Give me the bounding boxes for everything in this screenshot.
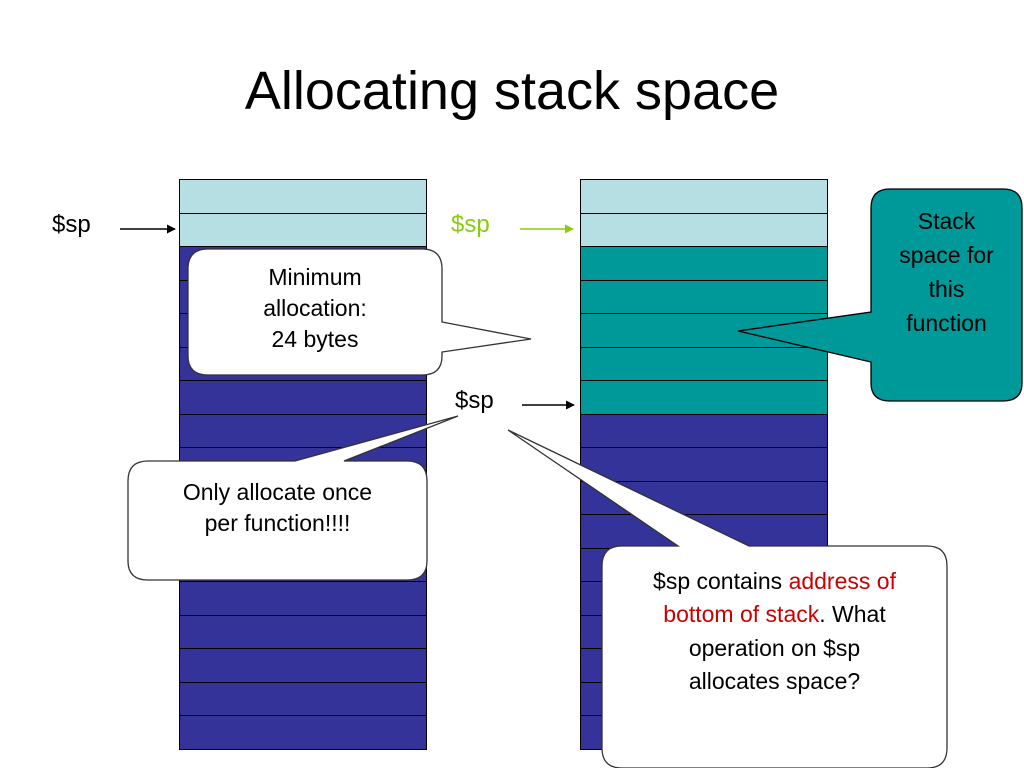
stack-cell-dark [179, 715, 427, 750]
once-line: Only allocate once [182, 479, 373, 505]
stack-cell-light [179, 179, 427, 214]
once-line: per function!!!! [204, 510, 351, 537]
once-text: Only allocate once per function!!!! [128, 477, 427, 539]
stack-cell-dark [179, 648, 427, 683]
min-alloc-line: Minimum [268, 264, 362, 290]
slide-title: Allocating stack space [244, 61, 780, 121]
stack-space-line: this [928, 276, 965, 303]
sp-contains-line-4: allocates space? [688, 668, 861, 695]
stack-space-text: Stack space for this function [871, 204, 1022, 340]
sp-contains-part: $sp contains [653, 568, 789, 594]
sp-right-top-label: $sp [451, 211, 490, 238]
sp-left-label: $sp [52, 211, 91, 238]
stack-cell-light [580, 179, 828, 214]
sp-contains-line-3: operation on $sp [688, 634, 861, 661]
sp-contains-part: . What [819, 601, 886, 628]
stack-space-line: Stack [917, 208, 976, 234]
stack-space-callout [737, 188, 1023, 402]
min-alloc-line: 24 bytes [271, 326, 359, 353]
stack-cell-dark [179, 581, 427, 616]
sp-contains-line-2: bottom of stack. What [602, 598, 947, 631]
sp-contains-text: $sp contains address of bottom of stack.… [602, 565, 947, 698]
stack-cell-dark [179, 380, 427, 415]
min-alloc-line: allocation: [263, 295, 367, 322]
sp-contains-highlight: address of [788, 568, 896, 594]
once-callout [127, 415, 459, 581]
stack-cell-dark [179, 681, 427, 716]
sp-contains-highlight: bottom of stack [663, 601, 820, 628]
stack-space-line: space for [899, 242, 994, 269]
sp-right-bottom-label: $sp [455, 387, 494, 414]
stack-cell-teal [580, 246, 828, 281]
min-alloc-text: Minimum allocation: 24 bytes [188, 262, 442, 355]
sp-contains-line-1: $sp contains address of [602, 565, 947, 598]
stack-cell-light [580, 212, 828, 247]
stack-space-line: function [906, 310, 987, 337]
min-alloc-callout [187, 248, 532, 376]
